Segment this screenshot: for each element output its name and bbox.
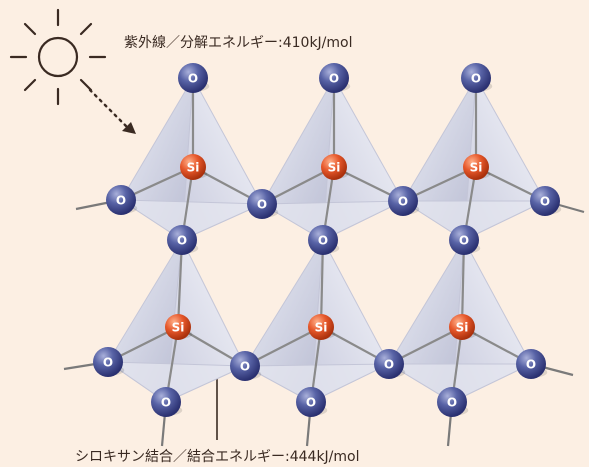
oxygen-atom-label: O [103,355,113,369]
oxygen-atom: O [437,387,469,417]
oxygen-atom: O [178,63,210,93]
oxygen-atom-label: O [526,357,536,371]
oxygen-atom-label: O [240,359,250,373]
uv-caption: 紫外線／分解エネルギー:410kJ/mol [124,35,352,51]
oxygen-atom: O [167,225,199,255]
silicon-atom-label: Si [456,320,469,334]
oxygen-atom: O [106,185,138,215]
silicon-atom: Si [321,154,349,180]
oxygen-atom: O [516,349,548,379]
silicon-atom-label: Si [315,320,328,334]
oxygen-atom-label: O [398,194,408,208]
bond-caption: シロキサン結合／結合エネルギー:444kJ/mol [75,449,359,465]
sun-icon [9,8,107,106]
oxygen-atom: O [296,387,328,417]
silicon-atom: Si [463,154,491,180]
oxygen-atom: O [388,186,420,216]
oxygen-atom: O [230,351,262,381]
oxygen-atom: O [319,63,351,93]
oxygen-atom-label: O [116,193,126,207]
tetrahedron-3 [401,76,546,241]
silicon-atom-label: Si [470,160,483,174]
oxygen-atom-label: O [318,233,328,247]
oxygen-atom-label: O [329,71,339,85]
silicon-atom-label: Si [328,160,341,174]
oxygen-atom-label: O [177,233,187,247]
silicon-atom: Si [165,314,193,340]
oxygen-atom-label: O [384,357,394,371]
tetrahedron-1 [119,76,263,241]
oxygen-atom: O [461,63,493,93]
oxygen-atom-label: O [161,395,171,409]
oxygen-atom: O [151,387,183,417]
silicon-atom-label: Si [187,160,200,174]
silicon-atom-label: Si [172,320,185,334]
oxygen-atom-label: O [471,71,481,85]
oxygen-atom: O [530,186,562,216]
oxygen-atom-label: O [540,194,550,208]
tetrahedron-5 [243,238,390,403]
oxygen-atom: O [449,225,481,255]
tetrahedron-4 [106,238,246,403]
silicon-atom: Si [449,314,477,340]
oxygen-atom: O [93,347,125,377]
oxygen-atom-label: O [306,395,316,409]
oxygen-atom: O [247,189,279,219]
oxygen-atom: O [374,349,406,379]
oxygen-atom-label: O [459,233,469,247]
oxygen-atom-label: O [257,197,267,211]
oxygen-atom-label: O [447,395,457,409]
silicon-atom: Si [180,154,208,180]
dotted-arrow-icon [88,88,136,134]
silicon-atom: Si [308,314,336,340]
tetrahedron-6 [387,238,532,403]
oxygen-atom-label: O [188,71,198,85]
oxygen-atom: O [308,225,340,255]
